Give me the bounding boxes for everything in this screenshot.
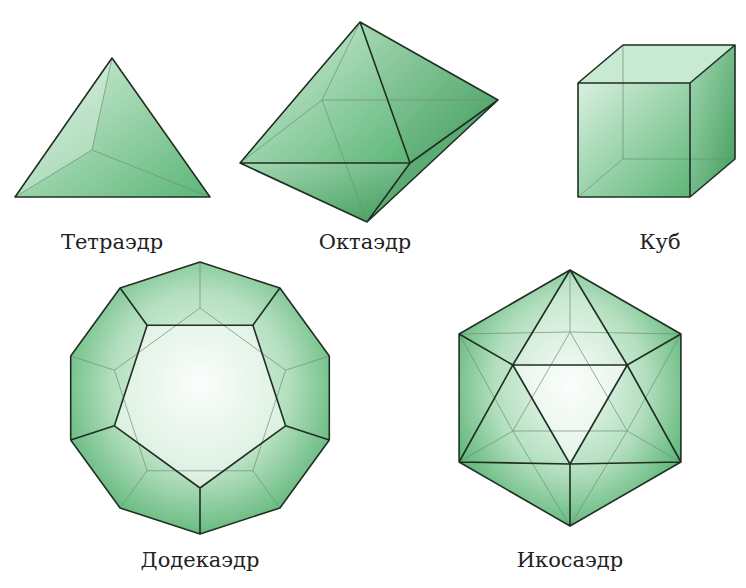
cube-outline bbox=[578, 45, 735, 197]
hidden-edge bbox=[623, 159, 735, 160]
icosahedron-body bbox=[459, 270, 681, 526]
icosahedron-face bbox=[513, 365, 627, 464]
dodecahedron-body bbox=[71, 262, 330, 534]
tetrahedron bbox=[15, 58, 210, 197]
tetrahedron-outline bbox=[15, 58, 210, 197]
solid-name: Тетраэдр bbox=[61, 230, 163, 255]
cube-face bbox=[578, 83, 690, 197]
icosahedron bbox=[459, 270, 681, 526]
octahedron-face bbox=[360, 22, 498, 163]
cube bbox=[578, 45, 735, 197]
octahedron bbox=[240, 22, 498, 222]
cube-face bbox=[690, 45, 735, 197]
solid-name: Куб bbox=[639, 230, 680, 255]
hidden-edge bbox=[578, 159, 623, 197]
solid-name: Октаэдр bbox=[319, 230, 412, 255]
hidden-edge bbox=[92, 150, 210, 197]
solid-name: Икосаэдр bbox=[517, 548, 624, 573]
octahedron-outline bbox=[240, 22, 498, 222]
tetrahedron-face bbox=[15, 58, 210, 197]
dodecahedron-face bbox=[114, 325, 285, 488]
icosahedron-outline bbox=[459, 270, 681, 526]
hidden-edge bbox=[459, 270, 681, 526]
dodecahedron-outline bbox=[71, 262, 330, 534]
hidden-edge bbox=[322, 100, 498, 101]
octahedron-face bbox=[240, 163, 410, 222]
hidden-edge bbox=[240, 100, 322, 163]
hidden-edge bbox=[71, 262, 330, 508]
hidden-edge bbox=[15, 150, 92, 197]
solid-name: Додекаэдр bbox=[141, 548, 260, 573]
dodecahedron bbox=[71, 262, 330, 534]
hidden-edge bbox=[623, 45, 624, 159]
